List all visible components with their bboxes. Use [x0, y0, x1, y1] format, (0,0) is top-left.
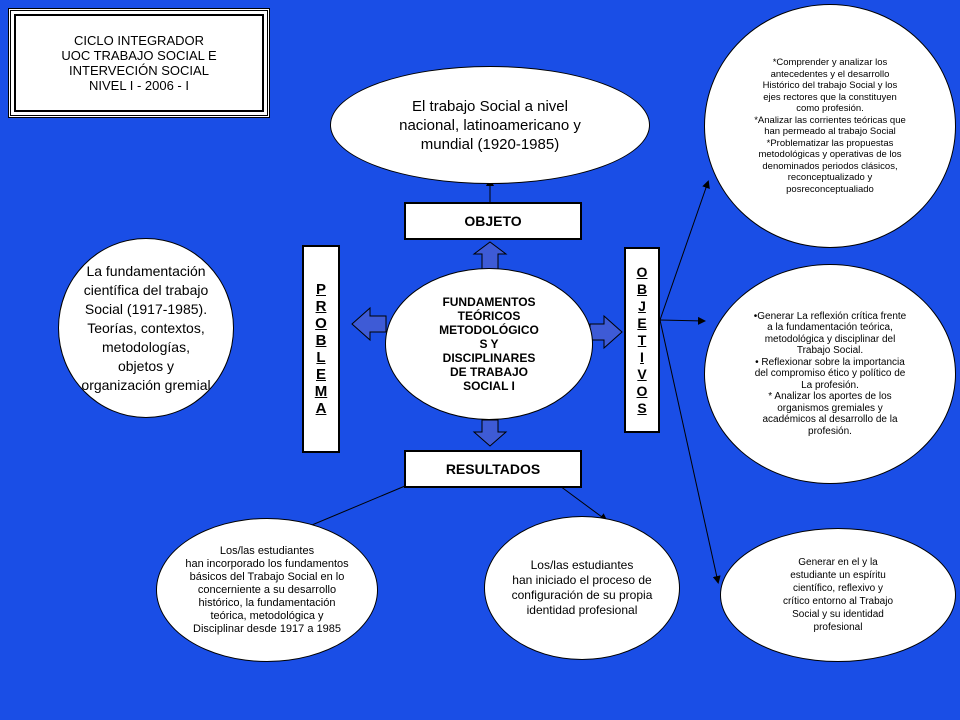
arrow-down	[472, 419, 508, 447]
problema-letter: O	[315, 315, 327, 332]
connector-objetivos-middle	[659, 316, 706, 325]
problema-letter: P	[315, 281, 326, 298]
header-line-4: NIVEL I - 2006 - I	[89, 78, 189, 93]
objeto-label: OBJETO	[464, 213, 522, 229]
objetivos-letter: S	[637, 399, 647, 416]
header-line-3: INTERVECIÓN SOCIAL	[69, 63, 209, 78]
arrow-right	[589, 314, 623, 350]
objetivos-letter: J	[638, 297, 646, 314]
arrow-left	[351, 306, 387, 342]
center-ellipse: FUNDAMENTOS TEÓRICOS METODOLÓGICO S Y DI…	[385, 268, 593, 420]
objetivos-top-ellipse: *Comprender y analizar los antecedentes …	[704, 4, 956, 248]
objetivos-middle-ellipse: •Generar La reflexión crítica frente a l…	[704, 264, 956, 484]
objetivos-letter: E	[637, 314, 647, 331]
center-title: FUNDAMENTOS TEÓRICOS METODOLÓGICO S Y DI…	[439, 295, 539, 393]
connector-resultados-left	[299, 485, 406, 531]
problema-ellipse-text: La fundamentación científica del trabajo…	[81, 262, 211, 393]
problema-letter: E	[315, 366, 326, 383]
objeto-ellipse-text: El trabajo Social a nivel nacional, lati…	[399, 97, 581, 153]
objetivos-letter: O	[636, 263, 648, 280]
resultados-right-text: Los/las estudiantes han iniciado el proc…	[511, 558, 653, 617]
objetivos-middle-text-2: • Reflexionar sobre la importancia del c…	[754, 356, 906, 391]
problema-letter: M	[314, 383, 328, 400]
problema-letter: R	[315, 298, 327, 315]
resultados-left-ellipse: Los/las estudiantes han incorporado los …	[156, 518, 378, 662]
objetivos-bottom-ellipse: Generar en el y la estudiante un espírit…	[720, 528, 956, 662]
connector-objetivos-bottom	[659, 319, 721, 584]
objetivos-letter: B	[636, 280, 648, 297]
objetivos-middle-text-3: * Analizar los aportes de los organismos…	[762, 391, 898, 437]
problema-letter: A	[315, 400, 327, 417]
header-line-1: CICLO INTEGRADOR	[73, 33, 204, 48]
header-line-2: UOC TRABAJO SOCIAL E	[61, 48, 217, 63]
objetivos-letter: T	[637, 331, 647, 348]
course-header: CICLO INTEGRADOR UOC TRABAJO SOCIAL E IN…	[8, 8, 270, 118]
problema-ellipse: La fundamentación científica del trabajo…	[58, 238, 234, 418]
resultados-box: RESULTADOS	[404, 450, 582, 488]
objeto-ellipse: El trabajo Social a nivel nacional, lati…	[330, 66, 650, 184]
objeto-box: OBJETO	[404, 202, 582, 240]
problema-letter: B	[315, 332, 327, 349]
objetivos-letter: O	[636, 382, 648, 399]
objetivos-middle-text-1: •Generar La reflexión crítica frente a l…	[753, 310, 907, 357]
problema-letter: L	[316, 349, 326, 366]
resultados-label: RESULTADOS	[445, 461, 541, 477]
resultados-right-ellipse: Los/las estudiantes han iniciado el proc…	[484, 516, 680, 660]
objetivos-bottom-text: Generar en el y la estudiante un espírit…	[782, 557, 894, 633]
resultados-left-text: Los/las estudiantes han incorporado los …	[185, 544, 349, 635]
objetivos-letter: V	[637, 365, 647, 382]
arrow-up	[472, 241, 508, 271]
objetivos-letter: I	[640, 348, 644, 365]
objetivos-top-text: *Comprender y analizar los antecedentes …	[754, 57, 906, 195]
connector-objetivos-top	[659, 180, 710, 321]
connector-resultados-right	[559, 485, 608, 522]
